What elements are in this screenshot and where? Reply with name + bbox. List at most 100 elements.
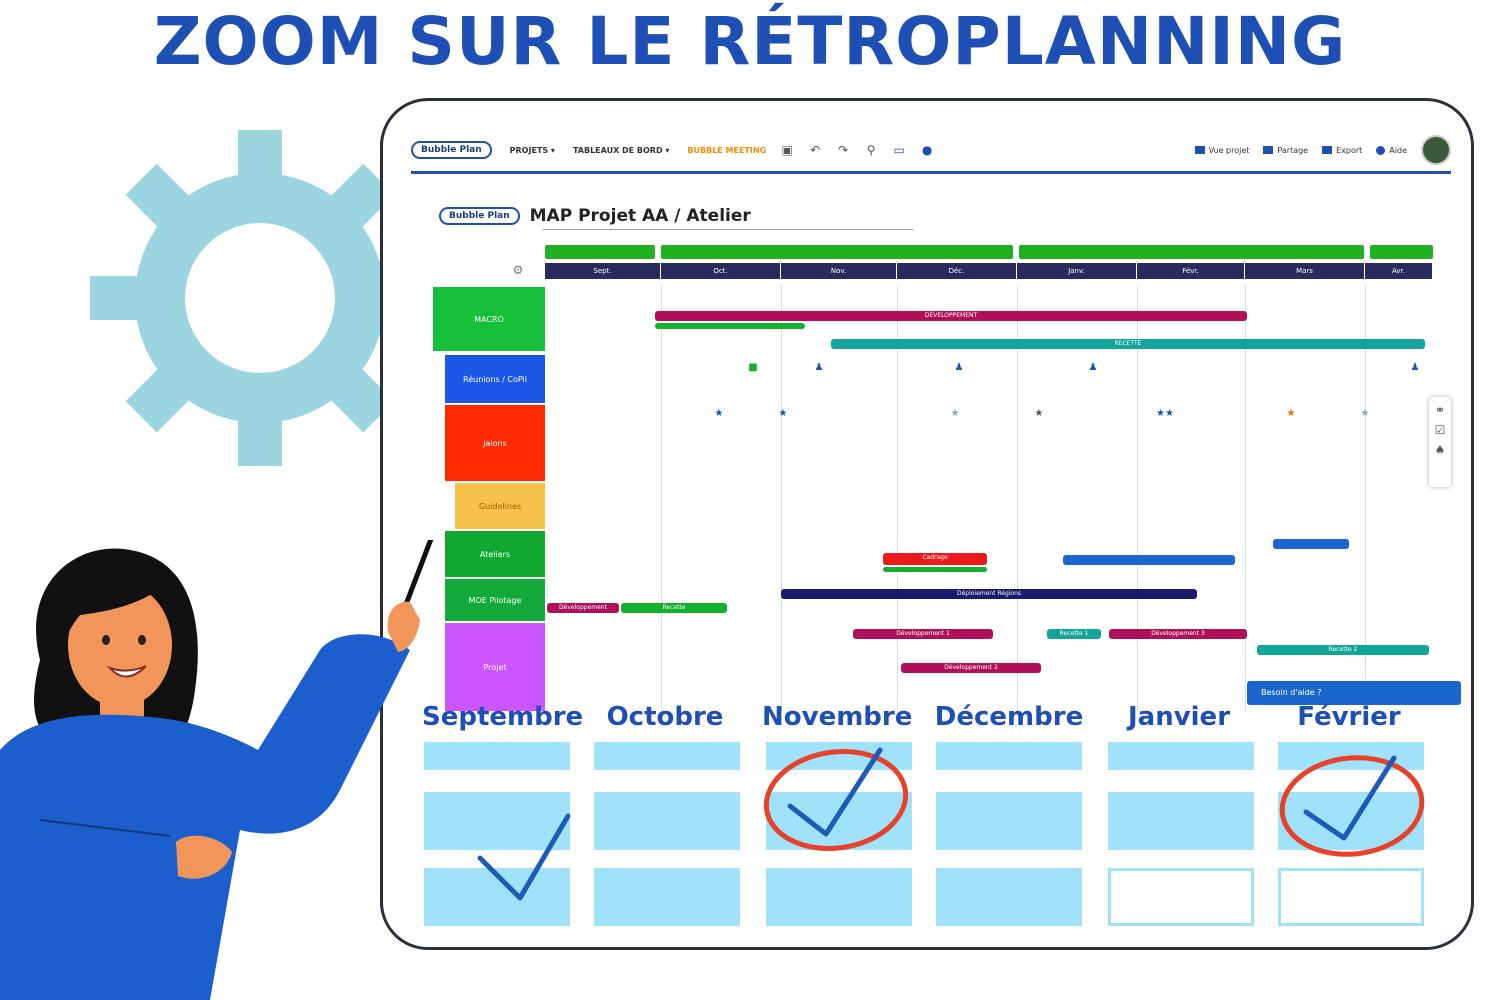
redo-icon[interactable]: ↷ [838,143,849,157]
bell-icon[interactable]: ♠ [1434,443,1446,457]
month-label-janvier: Janvier [1127,702,1231,732]
month-header: Oct. [661,263,781,279]
gantt-bar[interactable]: Développement 3 [1109,629,1247,639]
period-header [1370,245,1433,259]
help-bar[interactable]: Besoin d'aide ? [1247,681,1461,705]
milestone[interactable]: ■ [733,363,773,373]
aide-button[interactable]: Aide [1376,145,1407,155]
gantt-chart: ⚙ Sept. Oct. Nov. Déc. Janv. Févr. Mars … [433,241,1461,711]
calendar-view-icon[interactable]: ▭ [893,143,905,157]
month-cell[interactable] [594,792,740,850]
gantt-bar[interactable]: Cadrage [883,553,987,565]
month-cell[interactable] [766,792,912,850]
row-label-guidelines[interactable]: Guidelines [455,483,545,529]
pointer-stick [397,540,434,623]
gantt-bar[interactable]: Développement [547,603,619,613]
row-label-projet[interactable]: Projet [445,623,545,711]
menu-tableaux-de-bord[interactable]: TABLEAUX DE BORD ▾ [572,145,670,155]
gantt-bar[interactable]: Développement 1 [853,629,993,639]
pin-icon[interactable]: ● [921,143,933,157]
row-label-moe[interactable]: MOE Pilotage [445,579,545,621]
milestone[interactable]: ★ [763,409,803,419]
milestone[interactable]: ★ [1271,409,1311,419]
vue-projet-label: Vue projet [1208,145,1250,155]
gantt-bar[interactable]: Déploiement Régions [781,589,1197,599]
gantt-bar[interactable]: Recette 1 [1047,629,1101,639]
person-icon: ♟ [1410,362,1420,373]
month-cell[interactable] [424,742,570,770]
person-icon: ♟ [814,362,824,373]
grid-line [1245,285,1246,711]
month-cell-empty[interactable] [1108,868,1254,926]
search-icon[interactable]: ⚲ [866,143,876,157]
export-label: Export [1336,145,1363,155]
grid-line [1365,285,1366,711]
milestone[interactable]: ★ [1345,409,1385,419]
month-cell[interactable] [936,868,1082,926]
partage-label: Partage [1277,145,1309,155]
app-logo[interactable]: Bubble Plan [411,141,492,159]
month-cell[interactable] [936,742,1082,770]
month-cell[interactable] [936,792,1082,850]
milestone[interactable]: ♟ [1395,363,1435,373]
milestone[interactable]: ♟ [939,363,979,373]
gantt-bar[interactable] [883,567,987,572]
star-icon: ★ [1286,408,1296,419]
link-icon[interactable]: ⚭ [1434,403,1446,417]
row-label-jalons[interactable]: Jalons [445,405,545,481]
aide-label: Aide [1389,145,1407,155]
row-label-ateliers[interactable]: Ateliers [445,531,545,577]
month-header: Avr. [1365,263,1433,279]
help-icon [1376,145,1386,155]
month-cell[interactable] [766,742,912,770]
milestone[interactable]: ★★ [1145,409,1185,419]
month-header: Nov. [781,263,897,279]
month-cell[interactable] [1278,742,1424,770]
export-button[interactable]: Export [1322,146,1362,155]
month-cell-empty[interactable] [1278,868,1424,926]
page-title: ZOOM SUR LE RÉTROPLANNING [153,3,1347,80]
month-cell[interactable] [594,868,740,926]
milestone[interactable]: ★ [1019,409,1059,419]
vue-projet-button[interactable]: Vue projet [1194,145,1250,155]
project-title: MAP Projet AA / Atelier [529,206,751,226]
milestone[interactable]: ★ [935,409,975,419]
partage-button[interactable]: Partage [1263,146,1308,155]
gantt-bar[interactable]: DÉVELOPPEMENT [655,311,1247,321]
project-header: Bubble Plan MAP Projet AA / Atelier [439,206,751,226]
grid-line [897,285,898,711]
month-cell[interactable] [1278,792,1424,850]
menu-projets[interactable]: PROJETS ▾ [509,145,555,155]
gantt-bar[interactable]: RECETTE [831,339,1425,349]
app-toolbar: Bubble Plan PROJETS ▾ TABLEAUX DE BORD ▾… [411,129,1451,174]
star-icon: ★★ [1156,408,1174,419]
undo-icon[interactable]: ↶ [810,143,821,157]
checklist-icon[interactable]: ☑ [1434,423,1446,437]
month-cell[interactable] [766,868,912,926]
project-logo: Bubble Plan [439,207,520,225]
menu-bubble-meeting[interactable]: BUBBLE MEETING [687,145,767,155]
gantt-bar[interactable] [1063,555,1235,565]
period-header [661,245,1013,259]
row-label-macro[interactable]: MACRO [433,287,545,351]
month-cell[interactable] [1108,742,1254,770]
milestone[interactable]: ♟ [1073,363,1113,373]
gantt-bar[interactable]: Recette 2 [1257,645,1429,655]
gantt-bar[interactable]: Développement 2 [901,663,1041,673]
avatar[interactable] [1421,135,1451,165]
gear-icon [90,130,400,466]
flag-icon [1194,146,1205,154]
gantt-bar[interactable] [655,323,805,329]
milestone[interactable]: ★ [699,409,739,419]
gantt-bar[interactable] [1273,539,1349,549]
settings-icon[interactable]: ⚙ [512,263,524,277]
save-icon[interactable]: ▣ [781,143,793,157]
row-label-reunions[interactable]: Réunions / CoPil [445,355,545,403]
month-cell[interactable] [594,742,740,770]
milestone[interactable]: ♟ [799,363,839,373]
month-cell[interactable] [1108,792,1254,850]
period-header [545,245,655,259]
gantt-bar[interactable]: Recette [621,603,727,613]
square-icon: ■ [748,362,758,373]
month-label-fevrier: Février [1297,702,1401,732]
